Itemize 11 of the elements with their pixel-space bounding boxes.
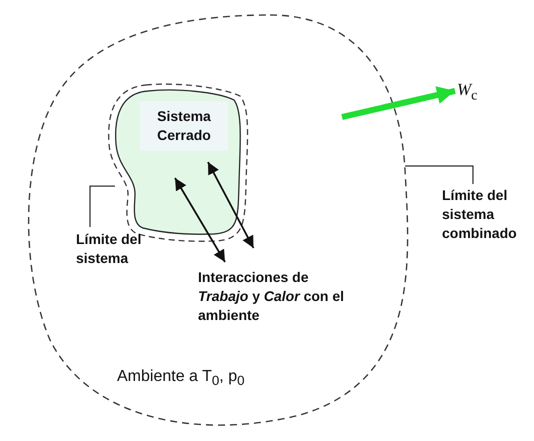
leader-line xyxy=(90,186,116,228)
surroundings-label: Ambiente a T$_{0}$, p$_{0}$ xyxy=(117,367,246,390)
work-arrow xyxy=(341,86,456,120)
boundary-label: Límite del sistema xyxy=(76,230,142,268)
interactions-label: Interacciones de Trabajo y Calor con el ambiente xyxy=(198,268,346,325)
double-arrow xyxy=(174,178,226,262)
leader-line xyxy=(404,166,474,184)
work-symbol: W$_{c}$ xyxy=(457,80,478,106)
combined-boundary-label: Límite del sistema combinado xyxy=(442,186,518,243)
system-label: Sistema Cerrado xyxy=(140,101,228,151)
double-arrow xyxy=(207,162,254,248)
